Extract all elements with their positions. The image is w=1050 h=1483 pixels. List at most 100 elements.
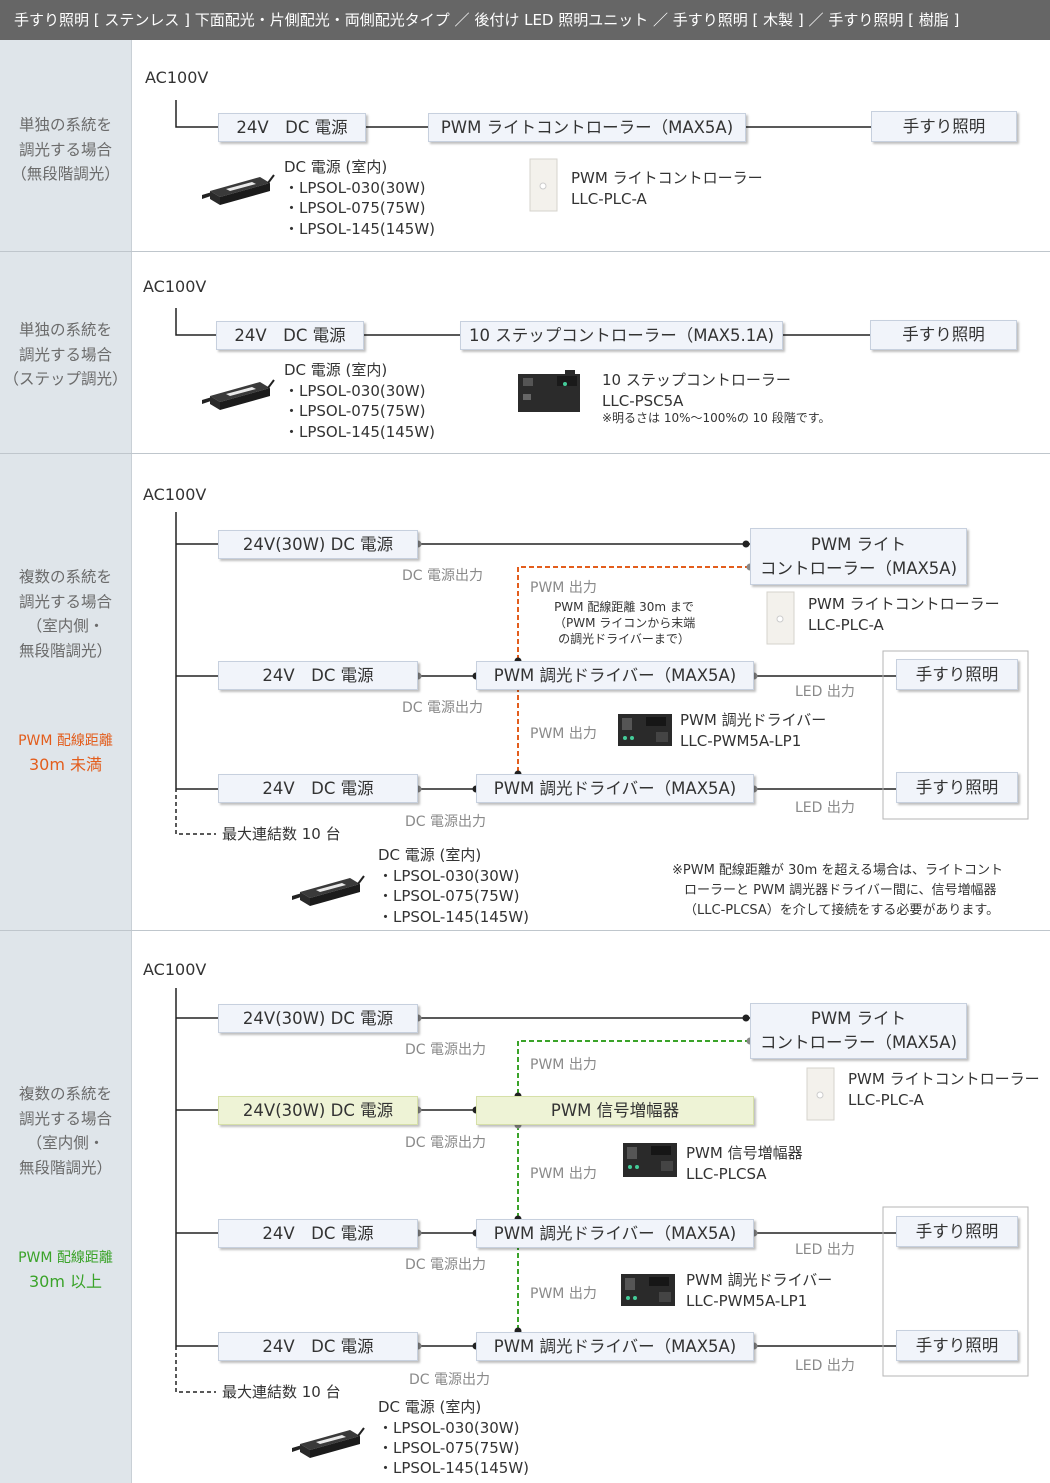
controller-product-name: PWM ライトコントローラー [571,169,763,187]
warning-line: ※PWM 配線距離が 30m を超える場合は、ライトコント [672,863,1004,878]
page-header: 手すり照明 [ ステンレス ] 下面配光・片側配光・両側配光タイプ ／ 後付け … [0,0,1050,40]
dc-output-label: DC 電源出力 [405,814,487,830]
handrail-light-box: 手すり照明 [871,111,1017,142]
pwm-driver-photo [621,1274,675,1306]
dc-output-label: DC 電源出力 [402,568,484,584]
dc-power-supply-30w-box: 24V(30W) DC 電源 [218,1096,418,1125]
dc-output-label: DC 電源出力 [405,1135,487,1151]
amplifier-product-model: LLC-PLCSA [686,1165,767,1183]
amplifier-warning-note: ※PWM 配線距離が 30m を超える場合は、ライトコント ローラーと PWM … [672,861,1003,921]
dc-power-supply-box: 24V DC 電源 [218,661,418,690]
pwm-distance-title: PWM 配線距離 [18,733,113,749]
pwm-distance-remark: PWM 配線距離 30m まで （PWM ライコンから末端 の調光ドライバーまで… [554,599,696,647]
remark-line: （PWM ライコンから末端 [554,616,696,630]
psu-list-item: ・LPSOL-145(145W) [284,220,436,238]
section-side-panel [0,454,132,930]
section-side-panel [0,252,132,453]
psu-list-item: ・LPSOL-030(30W) [284,382,426,400]
handrail-light-box: 手すり照明 [896,772,1018,803]
max-link-label: 最大連結数 10 台 [222,825,341,843]
section-label-line: （室内側・ [26,1134,105,1152]
section-label-line: 複数の系統を [18,1085,112,1103]
led-output-label: LED 出力 [795,800,855,816]
warning-line: （LLC-PLCSA）を介して接続をする必要があります。 [684,903,1000,918]
warning-line: ローラーと PWM 調光器ドライバー間に、信号増幅器 [684,883,997,898]
wall-controller-photo [529,158,558,212]
controller-box-line: PWM ライト [810,1009,907,1028]
ac-source-label: AC100V [145,68,209,87]
pwm-distance-note: PWM 配線距離 30m 未満 [0,729,131,777]
dc-output-label: DC 電源出力 [402,700,484,716]
psu-list-item: ・LPSOL-075(75W) [378,887,520,905]
handrail-light-box: 手すり照明 [896,1330,1018,1361]
wall-controller-photo [806,1067,835,1121]
dc-output-label: DC 電源出力 [409,1372,491,1388]
section-divider [0,930,1050,931]
wall-controller-photo [766,591,795,645]
section-label-line: 単独の系統を [18,116,112,134]
dc-power-supply-box: 24V DC 電源 [218,113,366,142]
section-divider [0,251,1050,252]
driver-product-name: PWM 調光ドライバー [680,711,827,729]
dc-power-supply-box: 24V DC 電源 [218,1332,418,1361]
pwm-driver-box: PWM 調光ドライバー（MAX5A) [476,1332,754,1361]
section-label-line: 調光する場合 [18,592,112,611]
dc-output-label: DC 電源出力 [405,1257,487,1273]
psu-list-item: ・LPSOL-145(145W) [284,423,436,441]
dc-power-supply-box: 24V DC 電源 [218,1219,418,1248]
section-label-line: 調光する場合 [18,140,112,159]
wiring-diagram [175,308,870,336]
psu-list-item: ・LPSOL-075(75W) [378,1439,520,1457]
section-multi-under-30m: 複数の系統を 調光する場合 （室内側・ 無段階調光） PWM 配線距離 30m … [0,454,1050,930]
step-controller-note: ※明るさは 10%～100%の 10 段階です。 [602,411,831,425]
ac-source-label: AC100V [143,485,207,504]
dc-power-supply-box: 24V DC 電源 [218,774,418,803]
psu-list-item: ・LPSOL-030(30W) [284,179,426,197]
section-label: 単独の系統を 調光する場合 （ステップ調光） [0,318,131,392]
pwm-distance-title: PWM 配線距離 [18,1250,113,1266]
psu-list-item: ・LPSOL-075(75W) [284,199,426,217]
controller-product-name: PWM ライトコントローラー [808,595,1000,613]
pwm-driver-photo [618,714,672,746]
controller-box-line: コントローラー（MAX5A) [759,1033,958,1052]
psu-list-item: ・LPSOL-030(30W) [378,1419,520,1437]
section-label: 複数の系統を 調光する場合 （室内側・ 無段階調光） [0,565,131,663]
section-label-line: （無段階調光） [11,165,120,183]
led-output-label: LED 出力 [795,1242,855,1258]
step-controller-photo [518,370,580,412]
controller-product-model: LLC-PLC-A [848,1091,924,1109]
psu-list-title: DC 電源 (室内) [284,361,388,379]
max-link-label: 最大連結数 10 台 [222,1383,341,1401]
psu-list-item: ・LPSOL-145(145W) [378,1459,530,1477]
section-label-line: （ステップ調光） [3,370,128,388]
section-divider [0,453,1050,454]
psu-list-item: ・LPSOL-075(75W) [284,402,426,420]
controller-box-line: PWM ライト [810,534,907,554]
wiring-diagram [175,512,1029,835]
driver-product-model: LLC-PWM5A-LP1 [680,732,802,750]
driver-product-model: LLC-PWM5A-LP1 [686,1292,808,1310]
ac-source-label: AC100V [143,277,207,296]
section-label: 複数の系統を 調光する場合 （室内側・ 無段階調光） [0,1082,131,1180]
section-single-step: 単独の系統を 調光する場合 （ステップ調光） AC100V 24V DC 電源 … [0,252,1050,453]
pwm-controller-box: PWM ライト コントローラー（MAX5A) [750,1003,967,1059]
section-label-line: 無段階調光） [18,641,112,660]
pwm-output-label: PWM 出力 [530,1166,597,1182]
section-label-line: 複数の系統を [18,568,112,586]
section-label: 単独の系統を 調光する場合 （無段階調光） [0,113,131,187]
remark-line: の調光ドライバーまで） [558,632,690,646]
handrail-light-box: 手すり照明 [870,320,1017,350]
power-supply-photo [202,174,275,205]
wiring-diagram [175,100,871,128]
pwm-output-label: PWM 出力 [530,726,597,742]
section-multi-over-30m: 複数の系統を 調光する場合 （室内側・ 無段階調光） PWM 配線距離 30m … [0,931,1050,1483]
controller-product-name: PWM ライトコントローラー [848,1070,1040,1088]
section-single-stepless: 単独の系統を 調光する場合 （無段階調光） AC100V 24V DC 電源 P… [0,40,1050,251]
section-label-line: 調光する場合 [18,1109,112,1128]
handrail-light-box: 手すり照明 [896,659,1018,690]
signal-amplifier-box: PWM 信号増幅器 [476,1096,754,1125]
dc-power-supply-30w-box: 24V(30W) DC 電源 [218,1004,418,1033]
section-side-panel [0,40,132,251]
pwm-driver-box: PWM 調光ドライバー（MAX5A) [476,661,754,690]
remark-line: PWM 配線距離 30m まで [554,600,694,614]
